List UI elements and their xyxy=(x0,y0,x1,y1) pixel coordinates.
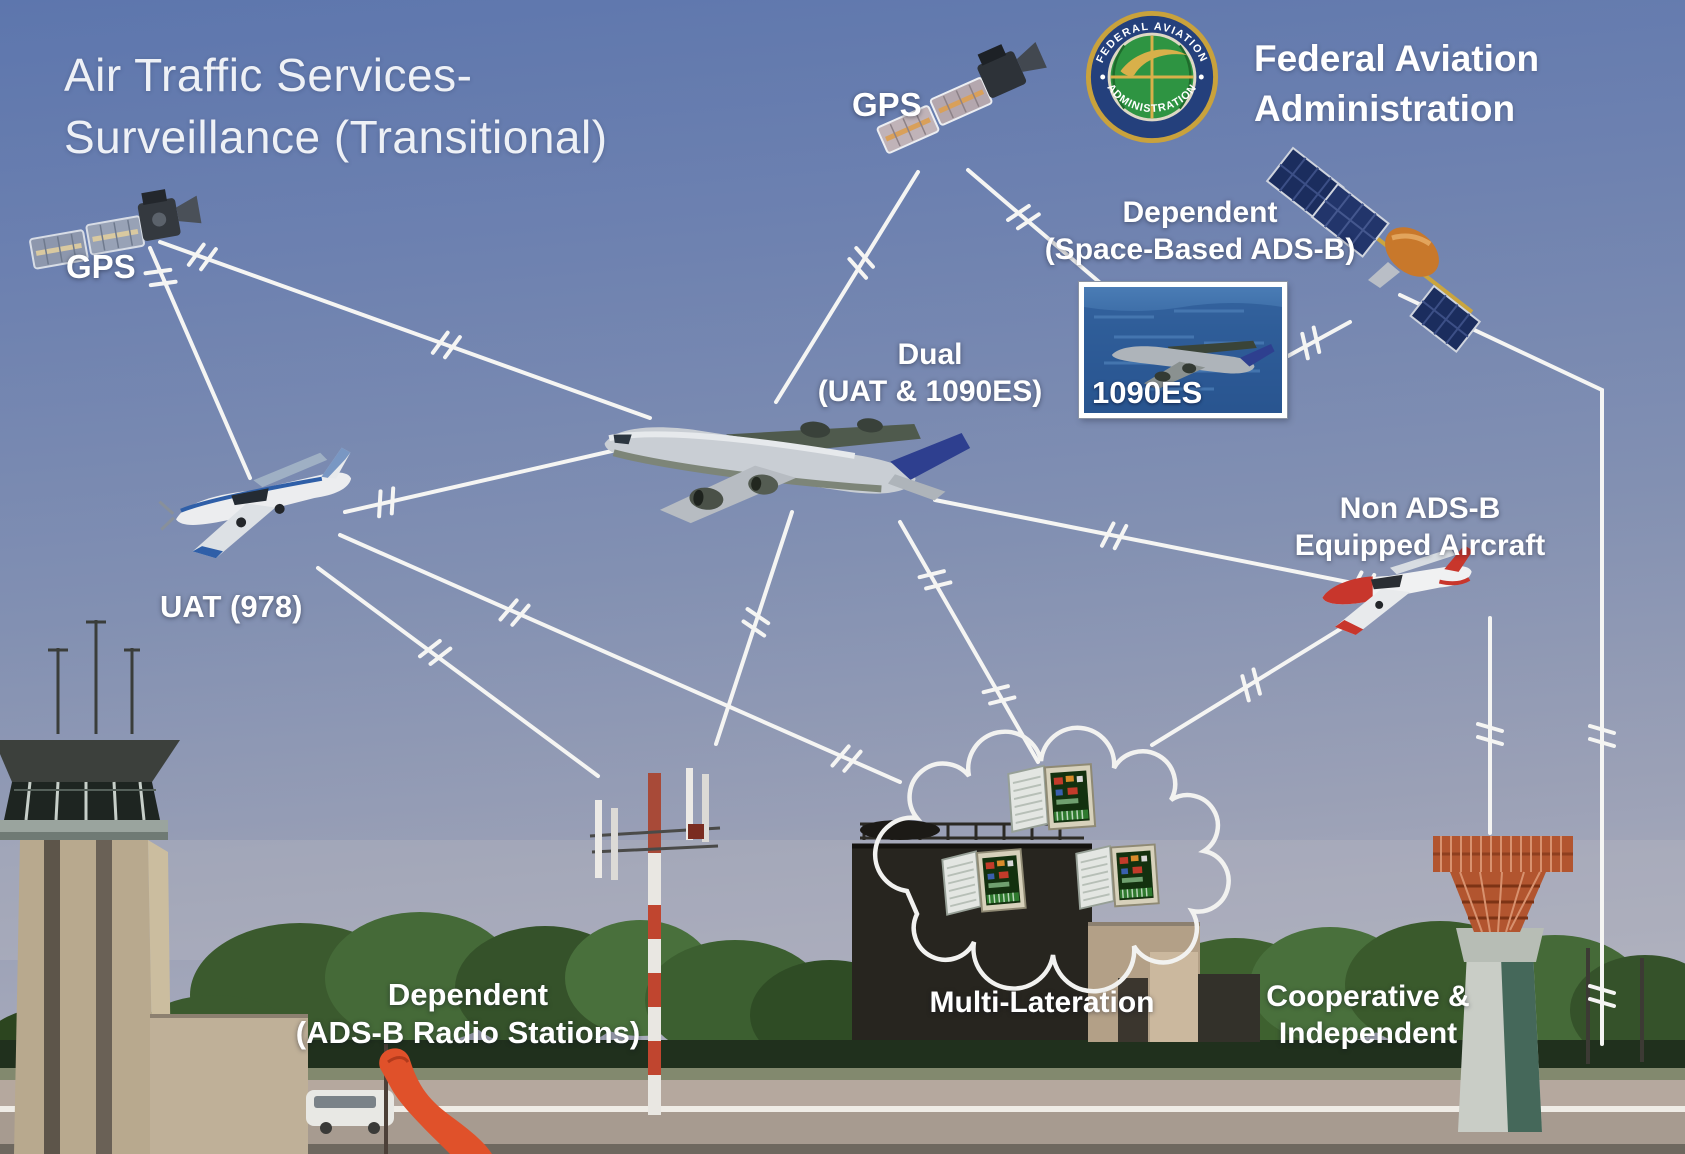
label-radio-stations-line2: (ADS-B Radio Stations) xyxy=(295,1015,641,1050)
non-adsb-aircraft xyxy=(1322,545,1473,636)
label-non-adsb-line2: Equipped Aircraft xyxy=(1294,529,1546,562)
label-space-based-line1: Dependent xyxy=(1122,196,1278,229)
radar-tower xyxy=(1433,836,1573,1132)
multilateration-cloud xyxy=(872,725,1231,994)
space-satellite xyxy=(1265,146,1482,354)
label-dual-line2: (UAT & 1090ES) xyxy=(817,375,1043,408)
label-non-adsb-line1: Non ADS-B xyxy=(1339,492,1501,525)
title-line1: Air Traffic Services- xyxy=(64,49,473,101)
van xyxy=(306,1090,394,1134)
faa-wordmark: Federal Aviation Administration xyxy=(1254,34,1539,134)
label-radio-stations-line1: Dependent xyxy=(387,977,549,1012)
label-cooperative: Cooperative & Independent xyxy=(1266,978,1469,1052)
windsock xyxy=(379,1044,492,1154)
label-gps-left: GPS xyxy=(66,248,136,285)
faa-wordmark-line1: Federal Aviation xyxy=(1254,38,1540,79)
uat-aircraft xyxy=(158,447,352,559)
label-1090es: 1090ES xyxy=(1092,375,1203,410)
label-multilateration: Multi-Lateration xyxy=(929,986,1155,1019)
label-cooperative-line1: Cooperative & xyxy=(1266,980,1470,1013)
title-line2: Surveillance (Transitional) xyxy=(64,111,608,163)
label-space-based-line2: (Space-Based ADS-B) xyxy=(1044,233,1356,266)
control-tower xyxy=(0,620,308,1154)
inset-1090es-photo: 1090ES xyxy=(1079,282,1287,418)
label-cooperative-line2: Independent xyxy=(1278,1017,1458,1050)
label-gps-top: GPS xyxy=(852,86,922,123)
label-space-based: Dependent (Space-Based ADS-B) xyxy=(1045,194,1356,268)
faa-wordmark-line2: Administration xyxy=(1254,88,1516,129)
diagram-title: Air Traffic Services- Surveillance (Tran… xyxy=(64,44,608,168)
gps-satellite-left xyxy=(29,189,202,270)
dual-airliner xyxy=(604,418,971,524)
label-radio-stations: Dependent (ADS-B Radio Stations) xyxy=(296,976,640,1052)
label-non-adsb: Non ADS-B Equipped Aircraft xyxy=(1295,490,1546,564)
faa-seal: FEDERAL AVIATION ADMINISTRATION xyxy=(1085,10,1219,144)
utility-poles xyxy=(1586,948,1644,1064)
building-beige xyxy=(1088,922,1260,1042)
gps-satellite-top xyxy=(876,42,1047,154)
inset-ocean-aircraft xyxy=(1084,303,1282,413)
adsb-radio-station xyxy=(589,768,721,1115)
label-dual: Dual (UAT & 1090ES) xyxy=(818,336,1043,410)
label-dual-line1: Dual xyxy=(897,338,963,371)
label-uat: UAT (978) xyxy=(160,589,303,624)
